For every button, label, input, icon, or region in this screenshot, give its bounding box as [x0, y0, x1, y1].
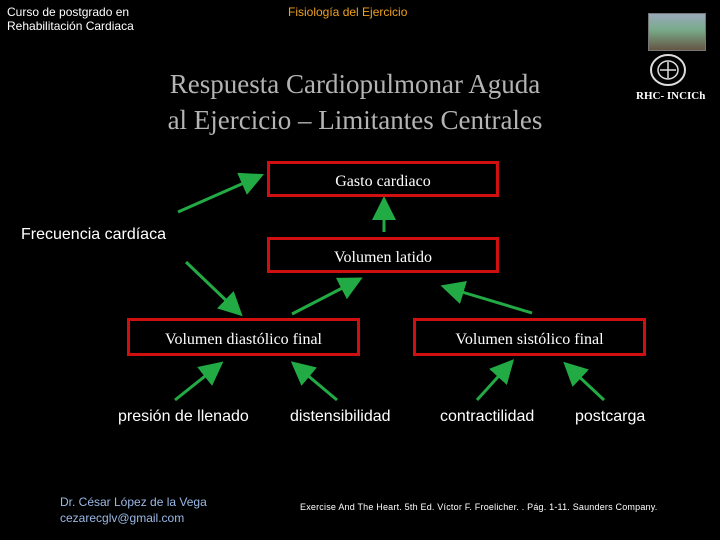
institution-label: RHC- INCICh [636, 90, 706, 102]
arrow-fc-to-gc [177, 172, 264, 214]
volumen-diastolico-box: Volumen diastólico final [127, 318, 360, 356]
distensibilidad-label: distensibilidad [290, 408, 391, 425]
topic-label: Fisiología del Ejercicio [288, 5, 408, 19]
institution-seal-icon [650, 54, 686, 86]
arrow-fc-to-vd [184, 260, 243, 317]
volumen-latido-box: Volumen latido [267, 237, 499, 273]
gasto-cardiaco-box: Gasto cardiaco [267, 161, 499, 197]
author-block: Dr. César López de la Vega cezarecglv@gm… [60, 494, 207, 526]
arrow-cont-to-vs [475, 359, 515, 402]
author-name: Dr. César López de la Vega [60, 495, 207, 509]
presion-llenado-label: presión de llenado [118, 408, 249, 425]
slide-title: Respuesta Cardiopulmonar Aguda al Ejerci… [120, 66, 590, 138]
course-line-1: Curso de postgrado en [7, 5, 130, 19]
reference-citation: Exercise And The Heart. 5th Ed. Víctor F… [300, 502, 658, 512]
arrow-vs-to-vl [440, 280, 533, 315]
arrow-vd-to-vl [291, 277, 363, 316]
course-label: Curso de postgrado en Rehabilitación Car… [7, 5, 134, 33]
postcarga-label: postcarga [575, 408, 646, 425]
author-email: cezarecglv@gmail.com [60, 511, 185, 525]
contractilidad-label: contractilidad [440, 408, 535, 425]
building-photo [648, 13, 706, 51]
arrow-post-to-vs [563, 361, 606, 402]
volumen-sistolico-box: Volumen sistólico final [413, 318, 646, 356]
arrow-pres-to-vd [174, 361, 224, 402]
frecuencia-cardiaca-label: Frecuencia cardíaca [21, 226, 166, 243]
arrow-dist-to-vd [290, 361, 338, 402]
title-line-1: Respuesta Cardiopulmonar Aguda [169, 69, 541, 99]
course-line-2: Rehabilitación Cardiaca [7, 19, 134, 33]
title-line-2: al Ejercicio – Limitantes Centrales [167, 105, 543, 135]
